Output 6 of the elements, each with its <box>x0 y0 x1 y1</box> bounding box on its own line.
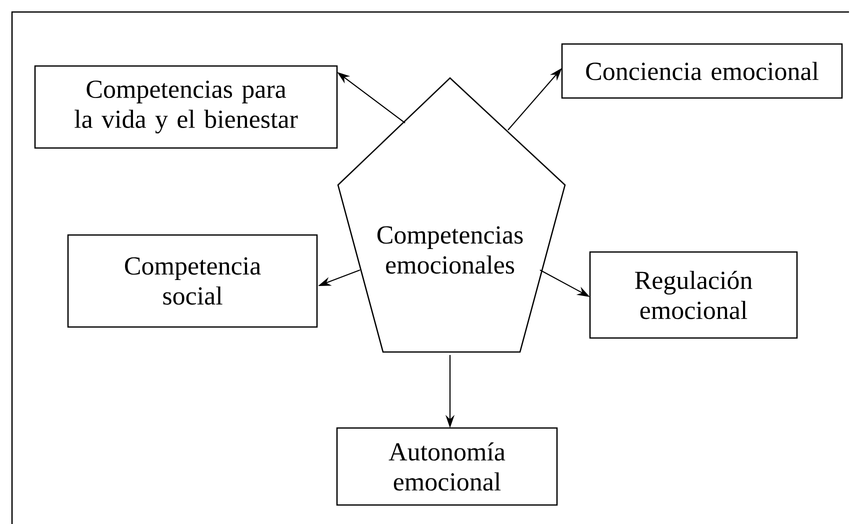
text-box: Competencias para la vida y el bienestar <box>34 65 338 149</box>
text-box: Autonomía emocional <box>336 427 558 506</box>
pentagon: Competencias emocionales <box>337 77 566 353</box>
text-box: Competencia social <box>67 234 318 328</box>
text-box: Regulación emocional <box>589 251 798 339</box>
text-box: Conciencia emocional <box>561 43 843 99</box>
